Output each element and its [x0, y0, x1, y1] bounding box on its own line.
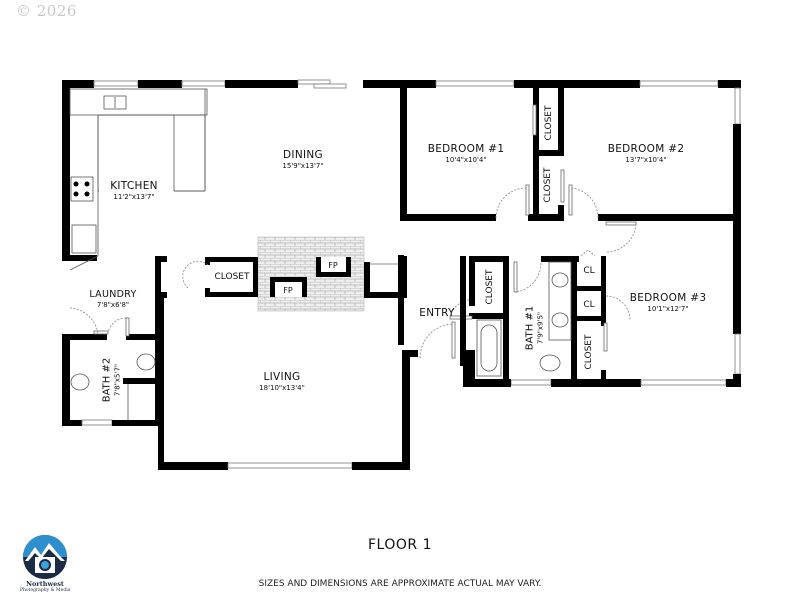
room-dims: 10'4"x10'4"	[445, 156, 487, 164]
company-logo: Northwest Photography & Media	[20, 535, 70, 593]
bath1-walls	[449, 249, 631, 385]
fireplace	[182, 236, 404, 345]
room-kitchen: KITCHEN 11'2"x13'7"	[110, 180, 158, 201]
closet-entry: CLOSET	[485, 269, 495, 305]
room-dims: 7'9"x9'5"	[536, 311, 545, 345]
room-living: LIVING 18'10"x13'4"	[259, 371, 305, 392]
closet-cl-upper: CL	[583, 266, 595, 276]
room-dims: 7'8"x5'7"	[113, 363, 122, 397]
closet-living: CLOSET	[214, 272, 250, 282]
room-name: KITCHEN	[110, 180, 158, 192]
room-dims: 11'2"x13'7"	[113, 193, 155, 201]
exterior-walls	[62, 79, 741, 470]
kitchen-laundry-walls	[62, 88, 208, 425]
room-entry: ENTRY	[419, 307, 454, 319]
bedroom-walls	[400, 80, 741, 253]
fireplace-lower: FP	[283, 286, 293, 295]
disclaimer: SIZES AND DIMENSIONS ARE APPROXIMATE ACT…	[258, 579, 542, 589]
room-name: ENTRY	[419, 307, 455, 319]
room-name: BEDROOM #2	[607, 143, 685, 155]
room-dims: 18'10"x13'4"	[259, 384, 305, 392]
room-bath-1: BATH #1 7'9"x9'5"	[518, 306, 545, 350]
room-name: LAUNDRY	[89, 289, 137, 300]
room-bath-2: BATH #2 7'8"x5'7"	[95, 358, 122, 402]
room-laundry: LAUNDRY 7'8"x6'8"	[89, 289, 136, 309]
room-name: DINING	[283, 149, 323, 161]
room-name: BATH #1	[524, 305, 536, 351]
room-dims: 10'1"x12'7"	[647, 305, 689, 313]
closet-bedroom-2: CLOSET	[544, 105, 554, 141]
room-dining: DINING 15'9"x13'7"	[282, 149, 323, 170]
floor-title: FLOOR 1	[368, 537, 432, 553]
room-name: BEDROOM #3	[629, 292, 707, 304]
closet-bedroom-3: CLOSET	[584, 334, 594, 370]
logo-subtitle: Photography & Media	[20, 588, 71, 593]
closet-bedroom-1: CLOSET	[543, 167, 553, 203]
logo-name: Northwest	[26, 580, 64, 588]
room-name: LIVING	[263, 371, 301, 383]
room-bedroom-1: BEDROOM #1 10'4"x10'4"	[428, 143, 505, 164]
camera-mountain-icon	[23, 535, 67, 579]
room-name: BATH #2	[101, 357, 113, 403]
fireplace-upper: FP	[328, 261, 338, 270]
room-bedroom-3: BEDROOM #3 10'1"x12'7"	[630, 292, 707, 313]
room-dims: 13'7"x10'4"	[625, 156, 667, 164]
room-dims: 7'8"x6'8"	[96, 301, 130, 309]
copyright-watermark: © 2026	[16, 2, 77, 20]
room-bedroom-2: BEDROOM #2 13'7"x10'4"	[608, 143, 685, 164]
room-dims: 15'9"x13'7"	[282, 162, 324, 170]
room-name: BEDROOM #1	[427, 143, 505, 155]
closet-cl-lower: CL	[583, 300, 595, 310]
